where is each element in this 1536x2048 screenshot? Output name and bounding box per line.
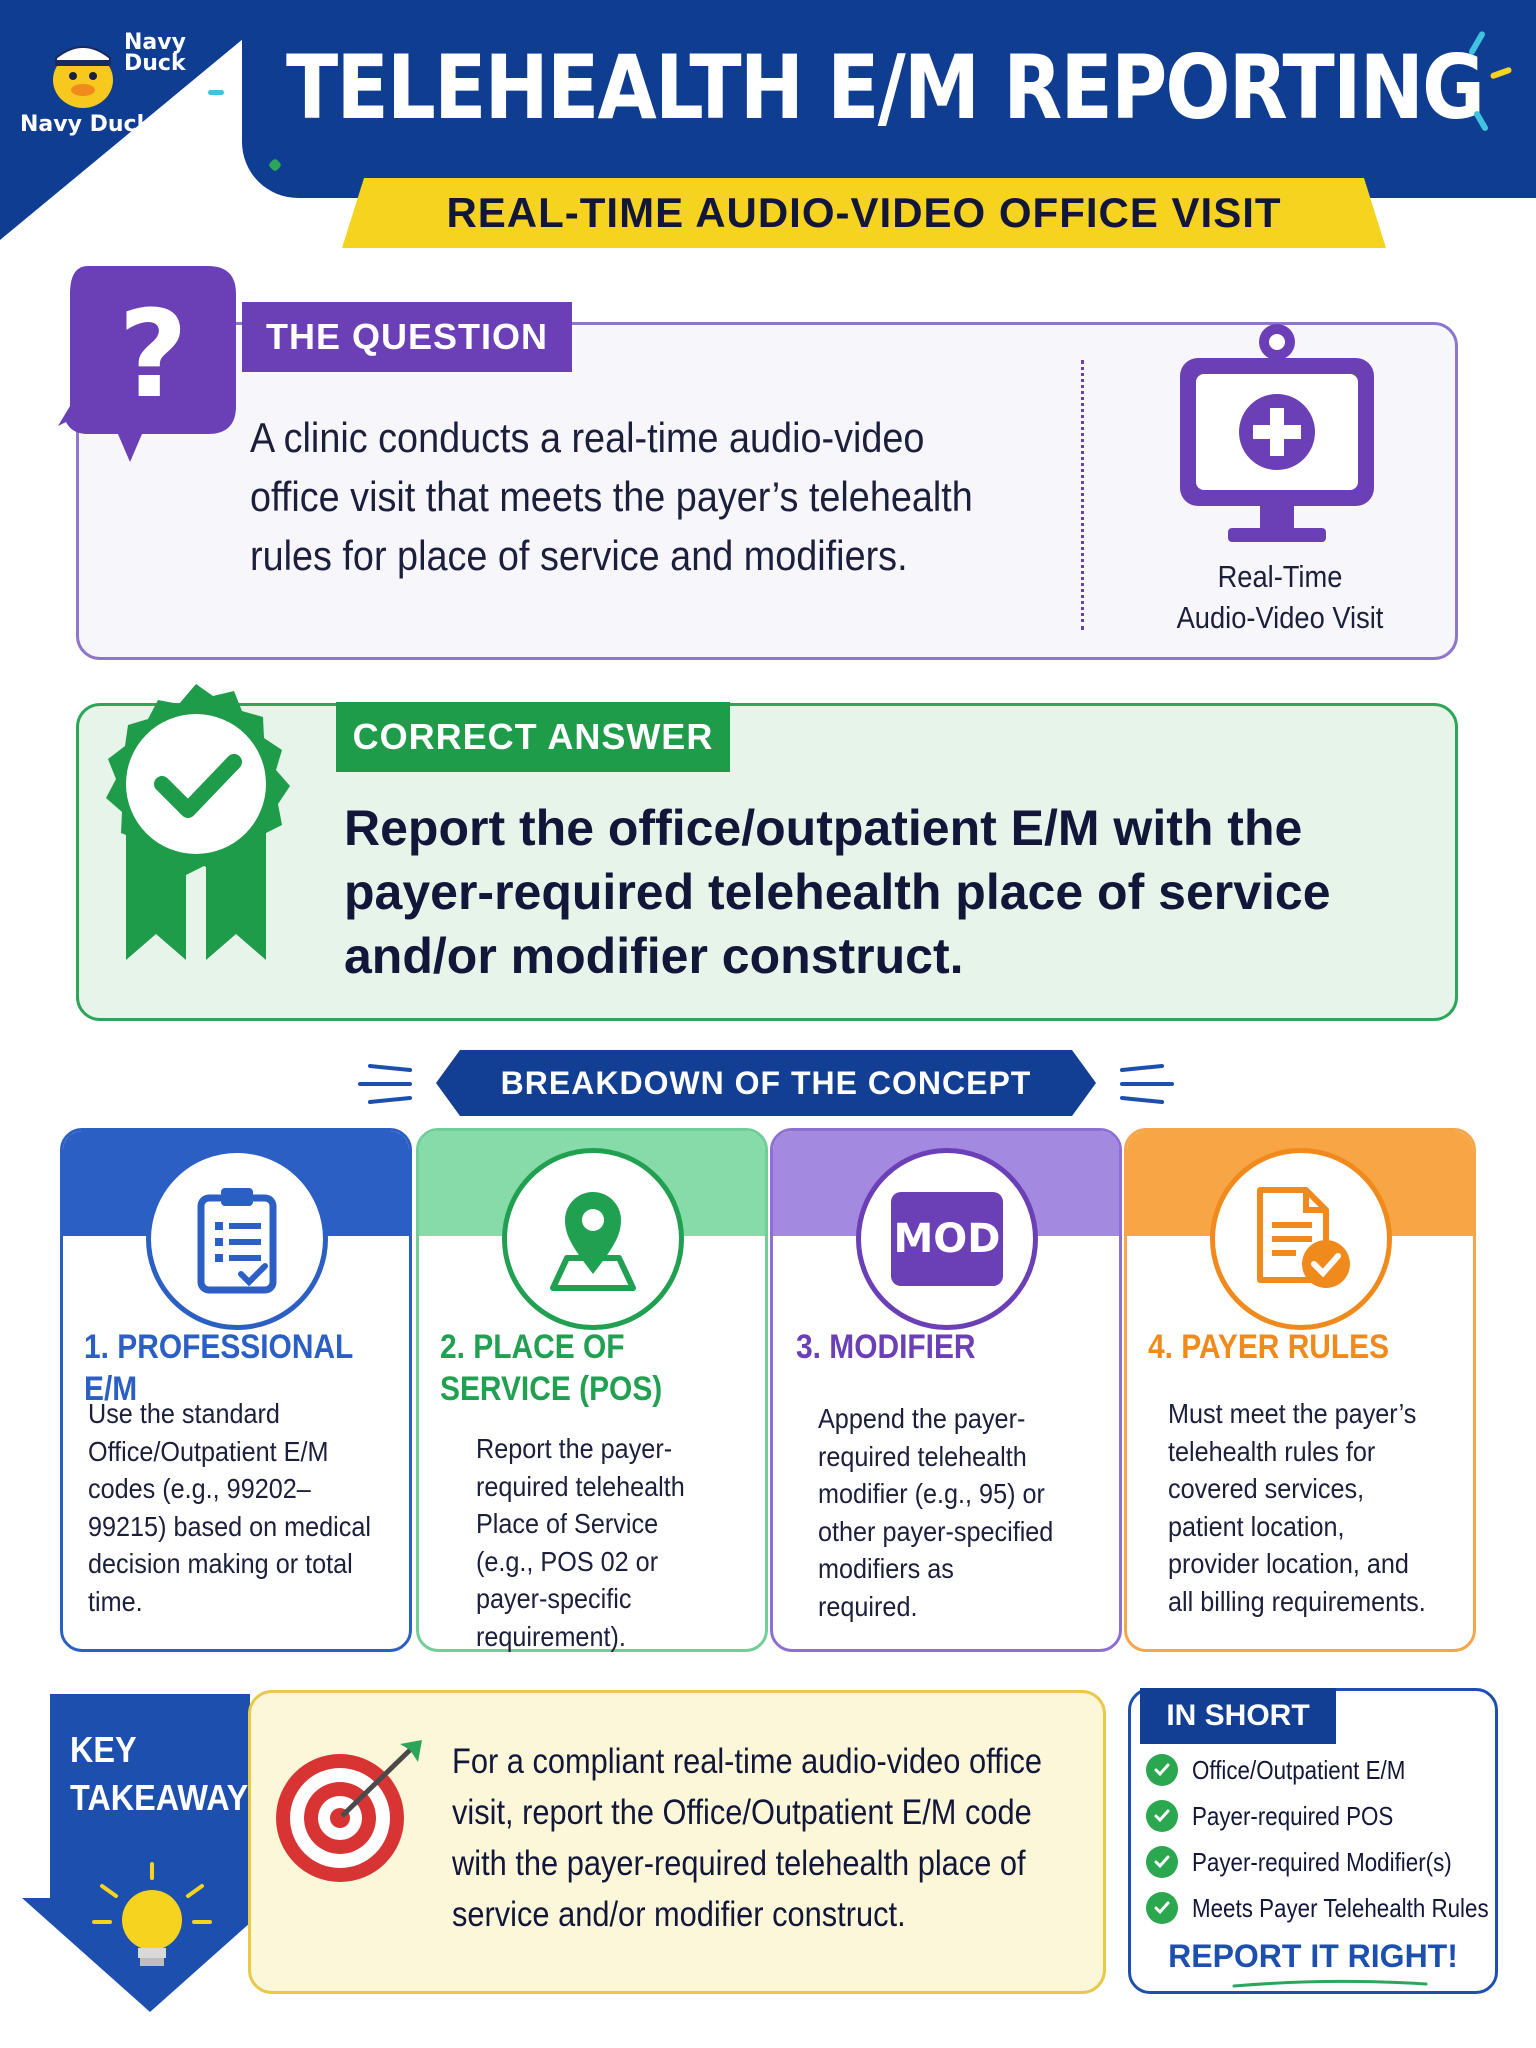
navy-duck-logo: Navy Duck Navy Duck xyxy=(14,14,234,154)
speed-lines-right-icon xyxy=(1120,1064,1174,1104)
in-short-item-text: Payer-required POS xyxy=(1192,1800,1394,1831)
speed-lines-left-icon xyxy=(358,1064,412,1104)
check-icon xyxy=(1146,1800,1178,1832)
breakdown-banner xyxy=(436,1050,1096,1116)
card-body: Report the payer-required telehealth Pla… xyxy=(476,1433,685,1652)
in-short-item-text: Meets Payer Telehealth Rules xyxy=(1192,1892,1489,1923)
in-short-label-box xyxy=(1140,1688,1336,1744)
card-icon-circle xyxy=(1210,1148,1392,1330)
award-check-icon xyxy=(106,684,290,960)
answer-text: Report the office/outpatient E/M with th… xyxy=(344,800,1331,984)
cta-underline xyxy=(1232,1979,1428,1988)
check-icon xyxy=(1146,1754,1178,1786)
duck-mascot-icon xyxy=(53,46,113,108)
monitor-caption: Real-Time Audio-Video Visit xyxy=(1130,556,1429,638)
takeaway-title: KEY TAKEAWAY xyxy=(70,1726,248,1822)
title-panel xyxy=(242,0,1536,198)
monitor-caption-text: Real-Time Audio-Video Visit xyxy=(1176,559,1384,635)
in-short-item: Office/Outpatient E/M xyxy=(1146,1750,1440,1790)
location-pin-icon xyxy=(550,1192,636,1291)
logo-wordmark-top: Navy Duck xyxy=(124,30,186,76)
question-text: A clinic conducts a real-time audio-vide… xyxy=(250,414,973,579)
card-body: Append the payer-required telehealth mod… xyxy=(818,1403,1054,1622)
takeaway-arrow xyxy=(22,1694,278,2012)
logo-wordmark-bottom: Navy Duck xyxy=(20,112,152,137)
subtitle-ribbon xyxy=(342,178,1386,248)
card-body: Use the standard Office/Outpatient E/M c… xyxy=(88,1398,372,1617)
clipboard-icon xyxy=(197,1188,277,1294)
telehealth-monitor-icon xyxy=(1180,324,1374,542)
page-title: TELEHEALTH E/M REPORTING xyxy=(286,36,1485,139)
in-short-label: IN SHORT xyxy=(1166,1699,1310,1732)
mod-icon: MOD xyxy=(891,1192,1003,1286)
sparkle-decoration xyxy=(208,90,224,95)
card-icon-circle xyxy=(146,1148,328,1330)
in-short-item-text: Office/Outpatient E/M xyxy=(1192,1754,1406,1785)
answer-card xyxy=(76,703,1458,1021)
question-mark-icon: ? xyxy=(58,266,236,462)
card-icon-circle: MOD xyxy=(856,1148,1038,1330)
in-short-item: Payer-required POS xyxy=(1146,1796,1426,1836)
target-icon xyxy=(276,1740,422,1882)
card-body: Must meet the payer’s telehealth rules f… xyxy=(1168,1398,1426,1617)
card-title: 1. PROFESSIONAL E/M xyxy=(84,1328,353,1408)
check-icon xyxy=(1146,1846,1178,1878)
in-short-item-text: Payer-required Modifier(s) xyxy=(1192,1846,1452,1877)
question-label-box xyxy=(242,302,572,372)
page-subtitle: REAL-TIME AUDIO-VIDEO OFFICE VISIT xyxy=(446,189,1282,236)
takeaway-text: For a compliant real-time audio-video of… xyxy=(452,1742,1043,1934)
takeaway-title-text: KEY TAKEAWAY xyxy=(70,1729,249,1818)
card-icon-circle xyxy=(502,1148,684,1330)
card-title: 4. PAYER RULES xyxy=(1148,1328,1390,1366)
check-icon xyxy=(1146,1892,1178,1924)
document-check-icon xyxy=(1257,1187,1350,1288)
answer-label-box xyxy=(336,702,730,772)
question-divider xyxy=(1081,360,1084,630)
card-title: 2. PLACE OF SERVICE (POS) xyxy=(440,1328,663,1408)
question-label: THE QUESTION xyxy=(265,316,549,357)
logo-top-text: Navy Duck xyxy=(124,30,186,76)
svg-text:?: ? xyxy=(118,286,188,425)
report-it-right-cta: REPORT IT RIGHT! xyxy=(1168,1938,1458,1974)
card-title: 3. MODIFIER xyxy=(796,1328,976,1366)
breakdown-title: BREAKDOWN OF THE CONCEPT xyxy=(500,1064,1032,1101)
in-short-item: Meets Payer Telehealth Rules xyxy=(1146,1888,1536,1928)
answer-label: CORRECT ANSWER xyxy=(352,716,714,757)
in-short-item: Payer-required Modifier(s) xyxy=(1146,1842,1494,1882)
